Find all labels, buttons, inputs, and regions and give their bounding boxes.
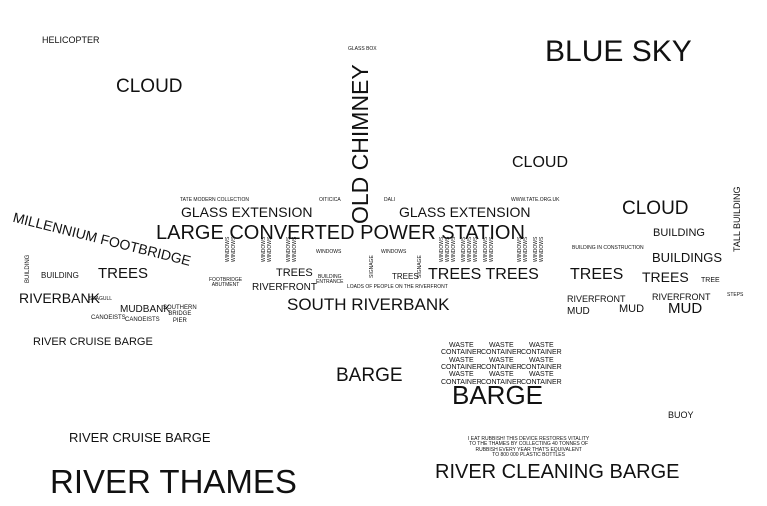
word-signage: SIGNAGE [417,255,423,278]
word-trees-small: TREES [392,272,419,281]
word-building-entrance: BUILDING ENTRANCE [316,274,344,286]
word-river-cleaning-barge: RIVER CLEANING BARGE [435,461,680,483]
word-old-chimney: OLD CHIMNEY [347,64,373,224]
word-windows-top: WINDOWS [381,249,407,255]
word-river-cruise-barge-bottom: RIVER CRUISE BARGE [69,430,211,445]
word-cloud-left: CLOUD [116,76,183,97]
word-windows: WINDOWS [489,236,495,262]
word-south-riverbank: SOUTH RIVERBANK [287,295,450,314]
word-windows: WINDOWS [292,236,298,262]
word-trees-far-right: TREES [642,269,689,285]
word-glass-extension-left: GLASS EXTENSION [181,204,313,220]
word-buoy: BUOY [668,410,694,420]
word-helicopter: HELICOPTER [42,35,100,45]
word-tall-building: TALL BUILDING [732,186,742,252]
word-mud: MUD [567,306,590,317]
word-steps: STEPS [727,292,744,298]
word-river-thames: RIVER THAMES [50,463,297,500]
word-mud: MUD [668,300,703,317]
word-riverfront-right: RIVERFRONT [567,294,626,304]
word-river-cruise-barge-top: RIVER CRUISE BARGE [33,336,153,348]
word-trees-left: TREES [98,265,149,282]
word-barge-left: BARGE [336,365,403,386]
word-windows: WINDOWS [231,236,237,262]
word-waste-container-stack: WASTE CONTAINER WASTE CONTAINER WASTE CO… [481,342,522,386]
word-trees-right: TREES [570,266,624,283]
word-seagull: SEAGULL [89,296,113,302]
word-building-left: BUILDING [41,271,79,280]
word-trees-center-left: TREES [276,267,313,279]
word-riverbank: RIVERBANK [19,290,100,306]
word-rubbish-note: I EAT RUBBISH! THIS DEVICE RESTORES VITA… [468,436,590,458]
word-building-top-right: BUILDING [653,227,705,239]
word-riverfront-far-right: RIVERFRONT [652,292,711,302]
word-signage: SIGNAGE [369,255,375,278]
word-mudbank: MUDBANK [120,304,171,315]
word-windows: WINDOWS [451,236,457,262]
word-buildings: BUILDINGS [652,250,723,265]
word-windows: WINDOWS [267,236,273,262]
word-mud: MUD [619,303,645,315]
word-cloud-mid: CLOUD [512,154,569,171]
word-windows: WINDOWS [539,236,545,262]
word-canoeists: CANOEISTS [91,315,126,321]
word-windows: WINDOWS [523,236,529,262]
word-windows-top: WINDOWS [316,249,342,255]
word-canoeists: CANOEISTS [125,317,160,323]
word-waste-container-stack: WASTE CONTAINER WASTE CONTAINER WASTE CO… [521,342,562,386]
word-loads-of-people: LOADS OF PEOPLE ON THE RIVERFRONT [347,284,448,290]
word-website: WWW.TATE.ORG.UK [511,197,560,203]
word-footbridge-abutment: FOOTBRIDGE ABUTMENT [209,277,243,289]
word-glass-extension-right: GLASS EXTENSION [399,204,531,220]
word-dali: DALI [384,197,396,203]
word-waste-container-stack: WASTE CONTAINER WASTE CONTAINER WASTE CO… [441,342,482,386]
word-southern-bridge-pier: SOUTHERN BRIDGE PIER [163,305,197,324]
word-oiticica: OITICICA [319,197,341,203]
word-barge-center: BARGE [452,380,544,410]
word-windows: WINDOWS [473,236,479,262]
word-cloud-right: CLOUD [622,198,689,219]
word-blue-sky: BLUE SKY [545,35,692,68]
word-building-in-construction: BUILDING IN CONSTRUCTION [572,245,644,251]
word-riverfront-center: RIVERFRONT [252,282,317,293]
word-large-converted-power-station: LARGE CONVERTED POWER STATION [156,222,525,244]
word-tate-modern-collection: TATE MODERN COLLECTION [180,197,249,203]
word-glass-box: GLASS BOX [348,46,377,52]
word-building-vertical: BUILDING [25,254,31,283]
word-trees-center-right: TREES TREES [428,266,539,283]
word-tree: TREE [701,277,720,284]
